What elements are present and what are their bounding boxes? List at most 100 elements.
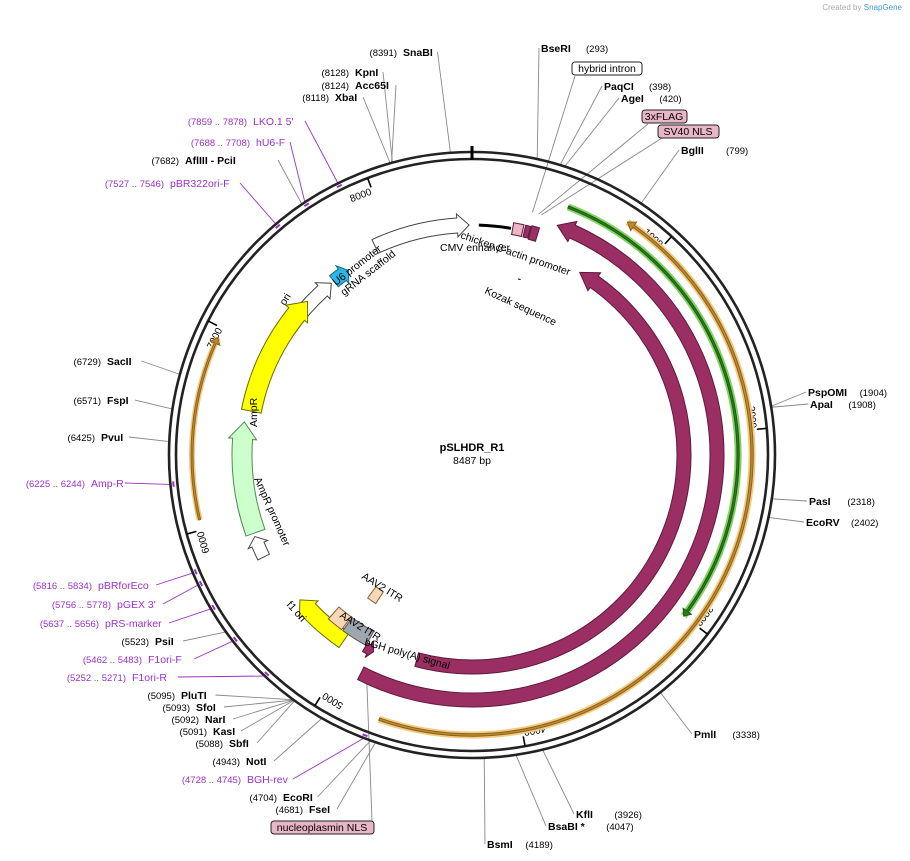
enzyme-name: FseI: [309, 804, 330, 816]
primer-range: (6225 .. 6244): [26, 479, 85, 490]
primer-name: hU6-F: [256, 137, 285, 149]
enzyme-position: (799): [726, 146, 748, 157]
enzyme-position: (5092): [172, 715, 199, 726]
enzyme-labels: (8391)SnaBI(8128)KpnI(8124)Acc65I(8118)X…: [68, 43, 888, 851]
primer-name: LKO.1 5': [253, 116, 294, 128]
enzyme-name: PmlI: [694, 729, 716, 741]
sv40-nls-label: SV40 NLS: [657, 124, 720, 139]
enzyme-position: (2318): [847, 497, 874, 508]
outer-orange-arc: [378, 221, 754, 737]
enzyme-name: SfoI: [196, 702, 216, 714]
tick-label: 6000: [196, 530, 213, 555]
enzyme-position: (420): [659, 94, 681, 105]
aav2-itr-label-1: AAV2 ITR: [359, 570, 405, 605]
enzyme-leader: [437, 51, 451, 153]
enzyme-name: KpnI: [355, 67, 378, 79]
tick-mark: [366, 177, 372, 188]
enzyme-name: PaqCI: [604, 81, 634, 93]
bgh-polya: [342, 617, 375, 647]
nucleoplasmin-nls-label: nucleoplasmin NLS: [270, 820, 375, 835]
primer-leader: [304, 120, 339, 184]
leader-lines: [124, 47, 809, 845]
primer-name: Amp-R: [91, 478, 124, 490]
enzyme-position: (5095): [148, 691, 175, 702]
tick-label: 8000: [349, 187, 374, 205]
primer-range: (5816 .. 5834): [33, 581, 92, 592]
primer-range: (5462 .. 5483): [83, 655, 142, 666]
svg-text:hybrid intron: hybrid intron: [578, 63, 636, 75]
cmv-enhancer-arrow: [371, 212, 470, 254]
enzyme-leader: [483, 757, 486, 845]
tick-mark: [207, 320, 218, 327]
enzyme-leader: [771, 498, 808, 502]
ampr-promoter-arrow: [247, 535, 271, 561]
tick-mark: [186, 530, 197, 535]
primer-name: BGH-rev: [247, 774, 289, 786]
enzyme-leader: [768, 516, 805, 523]
enzyme-position: (1908): [848, 400, 875, 411]
primer-name: pGEX 3': [117, 599, 156, 611]
enzyme-name: XbaI: [335, 92, 357, 104]
svg-text:SV40 NLS: SV40 NLS: [663, 126, 712, 138]
enzyme-position: (6425): [68, 433, 95, 444]
enzyme-name: BsaBI *: [548, 821, 586, 833]
feature-leader: [541, 137, 663, 216]
primer-mark: [264, 671, 270, 677]
ampr-arrow: [227, 421, 266, 537]
enzyme-position: (3338): [732, 730, 759, 741]
primer-leader: [162, 584, 199, 605]
primer-leader: [193, 640, 234, 660]
enzyme-name: KasI: [213, 726, 235, 738]
enzyme-leader: [182, 631, 227, 642]
enzyme-leader: [128, 436, 170, 443]
primer-mark: [193, 568, 198, 575]
enzyme-name: AgeI: [621, 93, 644, 105]
tick-mark: [314, 696, 321, 707]
enzyme-name: PasI: [809, 496, 831, 508]
primer-leader: [124, 482, 171, 485]
feature-leader: [532, 75, 576, 213]
enzyme-name: SbfI: [229, 738, 249, 750]
enzyme-leader: [564, 97, 620, 167]
enzyme-leader: [559, 85, 603, 166]
primer-range: (4728 .. 4745): [182, 775, 241, 786]
tick-label: 5000: [320, 689, 345, 710]
ori-arrow: [240, 300, 309, 414]
enzyme-name: BsmI: [487, 839, 513, 851]
enzyme-name: FspI: [107, 395, 129, 407]
enzyme-position: (1904): [860, 388, 887, 399]
enzyme-leader: [256, 700, 296, 744]
enzyme-position: (6571): [74, 396, 101, 407]
primer-range: (7527 .. 7546): [105, 179, 164, 190]
enzyme-position: (4943): [213, 757, 240, 768]
enzyme-leader: [362, 96, 391, 164]
ori-label: ori: [277, 291, 293, 307]
enzyme-leader: [317, 740, 372, 798]
enzyme-leader: [223, 699, 294, 708]
cas9-outer-arrow: [356, 220, 725, 708]
svg-text:3xFLAG: 3xFLAG: [645, 111, 684, 123]
enzyme-name: ApaI: [810, 399, 833, 411]
enzyme-position: (5088): [196, 739, 223, 750]
snapgene-credit: Created by SnapGene: [822, 3, 902, 12]
primer-leader: [155, 572, 194, 586]
primer-range: (5637 .. 5656): [40, 619, 99, 630]
aav2-itr-2: [327, 606, 352, 631]
enzyme-position: (4189): [525, 840, 552, 851]
enzyme-name: KflI: [576, 809, 593, 821]
enzyme-leader: [770, 391, 807, 407]
enzyme-name: EcoRV: [806, 517, 840, 529]
chicken-actin-promoter-line: [478, 223, 512, 230]
enzyme-leader: [640, 149, 680, 204]
primer-name: F1ori-R: [132, 672, 167, 684]
nucleoplasmin-nls-block: [361, 641, 375, 658]
flag-tag-label: 3xFLAG: [641, 109, 688, 124]
enzyme-name: PluTI: [181, 690, 207, 702]
features: [189, 203, 756, 739]
enzyme-position: (5093): [163, 703, 190, 714]
aav2-itr-1: [366, 585, 385, 605]
primer-leader: [289, 141, 306, 203]
enzyme-name: NotI: [246, 756, 266, 768]
primer-mark: [198, 580, 204, 587]
primer-mark: [172, 481, 175, 487]
